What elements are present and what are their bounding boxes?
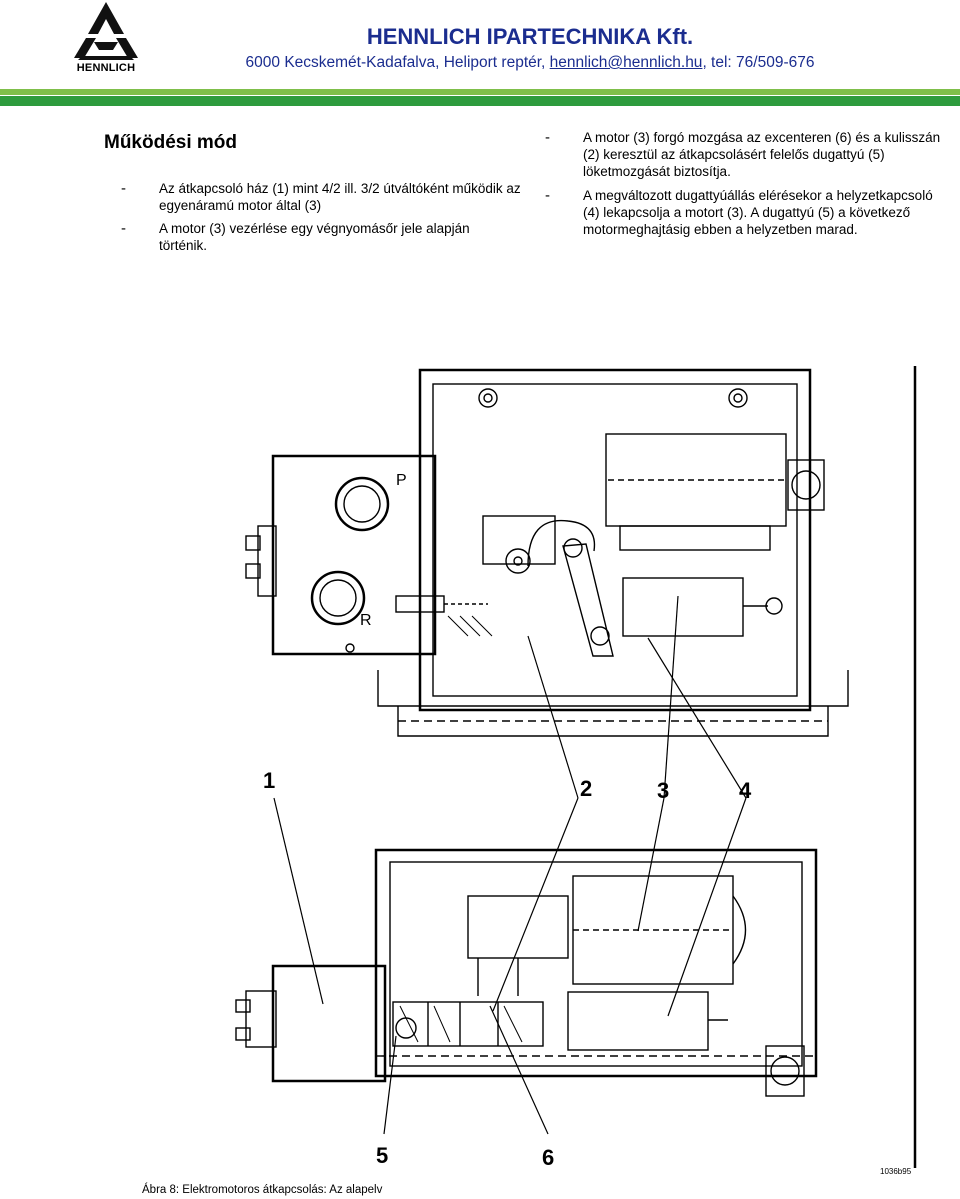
left-bullet-2: - A motor (3) vezérlése egy végnyomásőr …	[121, 220, 521, 253]
bullet-line: egyenáramú motor által (3)	[159, 198, 322, 213]
bullet-line: A megváltozott dugattyúállás elérésekor …	[583, 188, 933, 203]
bullet-line: motormeghajtásig ebben a helyzetben mara…	[583, 222, 858, 237]
bullet-line: Az átkapcsoló ház (1) mint 4/2 ill. 3/2 …	[159, 181, 521, 196]
header-bar-light	[0, 89, 960, 95]
drawing-code: 1036b95	[880, 1167, 912, 1176]
company-address: 6000 Kecskemét-Kadafalva, Heliport repté…	[160, 54, 900, 72]
lower-view	[235, 848, 818, 1097]
header-bar-dark	[0, 96, 960, 106]
callout-3: 3	[657, 778, 670, 803]
bullet-line: A motor (3) forgó mozgása az excenteren …	[583, 130, 941, 145]
bullet-line: A motor (3) vezérlése egy végnyomásőr je…	[159, 221, 470, 253]
bullet-line: (2) keresztül az átkapcsolásért felelős …	[583, 147, 885, 162]
port-label-p: P	[396, 472, 407, 489]
address-prefix: 6000 Kecskemét-Kadafalva, Heliport repté…	[245, 54, 550, 71]
bullet-dash: -	[121, 220, 126, 237]
callout-2: 2	[580, 776, 593, 801]
right-bullet-2: - A megváltozott dugattyúállás eléréseko…	[545, 187, 945, 241]
callout-4: 4	[739, 778, 752, 803]
bullet-line: (4) lekapcsolja a motort (3). A dugattyú…	[583, 205, 911, 220]
email-link[interactable]: hennlich@hennlich.hu	[549, 54, 703, 71]
right-bullet-1: - A motor (3) forgó mozgása az excentere…	[545, 129, 945, 183]
port-label-r: R	[360, 612, 372, 629]
callout-5: 5	[376, 1143, 389, 1168]
section-title: Működési mód	[104, 132, 238, 153]
figure-caption: Ábra 8: Elektromotoros átkapcsolás: Az a…	[142, 1184, 383, 1196]
bullet-dash: -	[545, 187, 550, 204]
bullet-line: löketmozgását biztosítja.	[583, 164, 731, 179]
left-bullet-1: - Az átkapcsoló ház (1) mint 4/2 ill. 3/…	[121, 180, 521, 216]
bullet-dash: -	[545, 129, 550, 146]
callout-1: 1	[263, 768, 276, 793]
upper-view	[245, 368, 849, 737]
hennlich-logo-icon	[74, 2, 138, 60]
callout-6: 6	[542, 1145, 555, 1170]
bullet-dash: -	[121, 180, 126, 197]
technical-drawing	[235, 366, 917, 1168]
logo-text: HENNLICH	[76, 62, 136, 74]
address-phone: , tel: 76/509-676	[702, 54, 815, 71]
company-name: HENNLICH IPARTECHNIKA Kft.	[366, 24, 694, 49]
